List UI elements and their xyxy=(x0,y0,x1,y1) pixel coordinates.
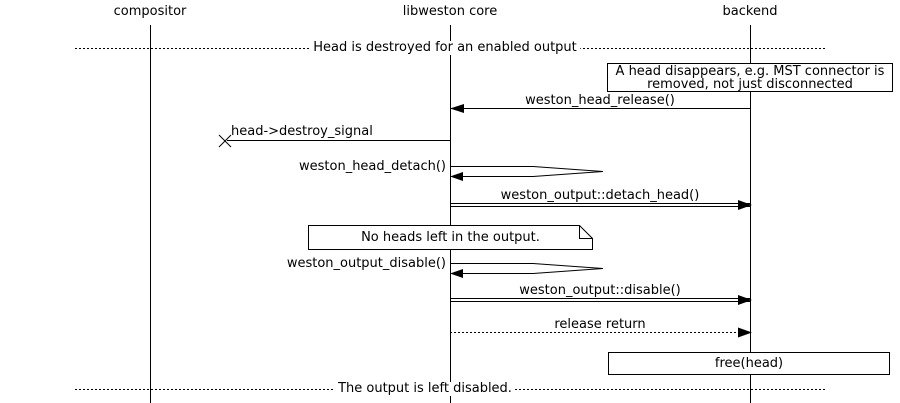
arrowhead-left-icon xyxy=(450,104,464,113)
arrow-weston-output-disable-self xyxy=(450,263,604,278)
arrow-weston-head-detach-self xyxy=(450,166,604,181)
actor-label-backend: backend xyxy=(722,4,778,19)
actor-label-libweston-core: libweston core xyxy=(402,4,498,19)
message-label-head-destroy-signal: head->destroy_signal xyxy=(231,124,373,139)
arrow-release-return xyxy=(450,327,752,338)
arrow-weston-head-release xyxy=(450,104,750,113)
message-label-release-return: release return xyxy=(554,317,646,332)
message-label-weston-head-release: weston_head_release() xyxy=(525,93,675,108)
message-label-weston-output-disable: weston_output::disable() xyxy=(519,283,681,298)
message-label-weston-output-detach-head: weston_output::detach_head() xyxy=(500,188,700,203)
note-head-disappears-line1: A head disappears, e.g. MST connector is xyxy=(615,63,885,79)
box-free-head-label: free(head) xyxy=(714,356,784,371)
arrowhead-left-icon xyxy=(450,269,463,278)
arrowhead-left-icon xyxy=(450,172,463,181)
message-label-weston-head-detach: weston_head_detach() xyxy=(299,159,446,174)
note-no-heads-label: No heads left in the output. xyxy=(361,229,540,245)
arrowhead-right-icon xyxy=(738,200,752,210)
note-no-heads-shape xyxy=(308,225,593,250)
note-head-disappears: A head disappears, e.g. MST connector is… xyxy=(607,63,893,92)
arrow-weston-output-disable xyxy=(450,295,752,305)
arrow-weston-output-detach-head xyxy=(450,200,752,210)
divider-top-label: Head is destroyed for an enabled output xyxy=(310,41,580,55)
note-head-disappears-line2: removed, not just disconnected xyxy=(647,76,853,92)
arrowhead-right-icon xyxy=(738,295,752,305)
message-label-weston-output-disable-call: weston_output_disable() xyxy=(286,256,446,271)
arrowhead-right-icon xyxy=(738,327,752,338)
arrow-head-destroy-signal xyxy=(218,134,450,148)
actor-label-compositor: compositor xyxy=(113,4,187,19)
box-free-head: free(head) xyxy=(608,352,890,375)
divider-bottom-label: The output is left disabled. xyxy=(335,382,515,396)
lost-message-x-icon xyxy=(218,134,232,148)
note-fold-icon xyxy=(579,225,593,239)
